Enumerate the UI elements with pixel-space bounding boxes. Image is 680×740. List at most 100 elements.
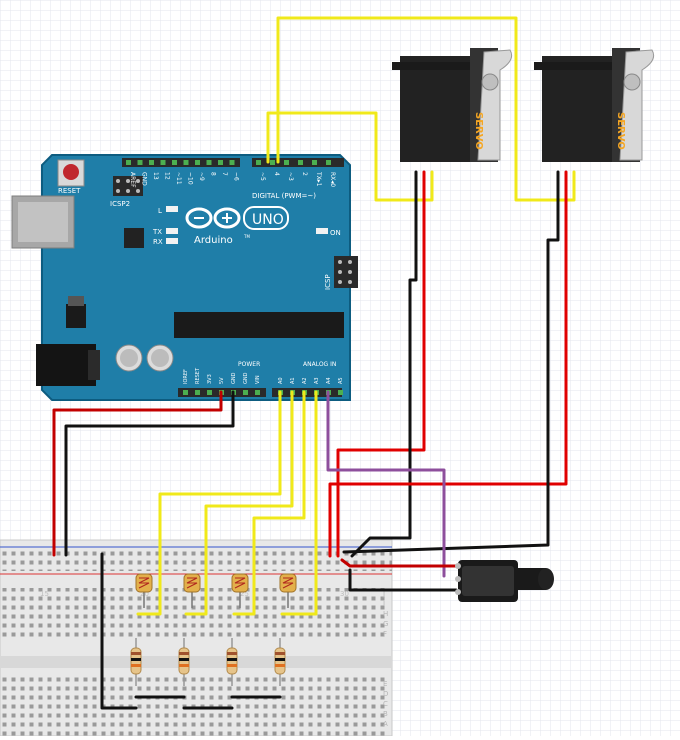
digital-header-left (122, 158, 240, 167)
power-pin-0[interactable] (183, 390, 188, 395)
icsp-header (334, 256, 358, 288)
digital-pin-9[interactable] (229, 160, 235, 165)
power-pin-1[interactable] (195, 390, 200, 395)
reset-button[interactable] (63, 164, 79, 180)
power-pin-label-5: GND (243, 372, 249, 384)
uno-logo: UNO (252, 212, 284, 228)
power-pin-label-4: GND (231, 372, 237, 384)
breadboard: J I H G F E D C B A 15 20 25 30 (0, 539, 393, 737)
digital-pin-7[interactable] (206, 160, 212, 165)
bb-row-b: B (383, 710, 388, 718)
digital-pin-5[interactable] (183, 160, 189, 165)
analog-label: ANALOG IN (303, 361, 336, 368)
wire-ground-bus (100, 552, 138, 710)
power-pin-label-3: 5V (219, 377, 225, 384)
resistor-2 (178, 638, 190, 686)
digital-pin-6[interactable] (195, 160, 200, 165)
photoresistors (135, 573, 297, 608)
wire-a1-ldr2 (184, 390, 294, 616)
bb-row-j: J (382, 590, 385, 598)
bb-row-c: C (383, 700, 388, 708)
bb-row-i: I (383, 600, 385, 608)
resistor-4 (274, 638, 286, 686)
power-pin-6[interactable] (255, 390, 260, 395)
resistor-1 (130, 638, 142, 686)
analog-pin-label-2: A2 (302, 377, 308, 384)
digital-pin-3[interactable] (160, 160, 166, 165)
power-label: POWER (238, 361, 260, 368)
wire-5v (52, 390, 223, 557)
atmega-chip (174, 312, 344, 338)
led-tx (166, 228, 178, 234)
power-pin-label-1: RESET (195, 367, 201, 384)
resistor-3 (226, 638, 238, 686)
digital-pin-13[interactable] (298, 160, 303, 165)
digital-pin-11[interactable] (270, 160, 275, 165)
analog-pin-label-4: A4 (326, 377, 332, 384)
potentiometer (455, 560, 554, 602)
digital-pin-label-11: 4 (273, 172, 280, 176)
analog-pin-label-3: A3 (314, 377, 320, 384)
arduino-logo (185, 207, 241, 229)
digital-pin-label-2: 13 (152, 172, 159, 180)
analog-pin-label-1: A1 (290, 377, 296, 384)
icsp-label: ICSP (324, 274, 332, 290)
wire-a4-pot (326, 390, 446, 578)
bb-row-f: F (383, 630, 387, 638)
digital-pin-12[interactable] (284, 160, 289, 165)
bb-col-30: 30 (340, 590, 349, 598)
servo-motor-1: SERVO (392, 48, 513, 162)
bb-col-25: 25 (240, 590, 249, 598)
digital-pin-2[interactable] (149, 160, 154, 165)
bb-row-d: D (383, 690, 388, 698)
icsp2-label: ICSP2 (110, 200, 130, 208)
digital-pin-label-7: 8 (210, 172, 217, 176)
bb-col-15: 15 (40, 590, 49, 598)
digital-pin-label-3: 12 (164, 172, 171, 180)
digital-pin-15[interactable] (326, 160, 331, 165)
power-pin-label-2: 3V3 (207, 374, 213, 384)
power-pin-label-6: VIN (255, 375, 261, 384)
power-pin-5[interactable] (243, 390, 248, 395)
digital-pin-label-1: GND (141, 172, 148, 186)
power-pin-2[interactable] (207, 390, 212, 395)
wire-servo2-ground (342, 170, 560, 554)
wire-a2-ldr3 (232, 390, 306, 616)
servo-2-label: SERVO (615, 112, 626, 150)
digital-label: DIGITAL (PWM=~) (252, 192, 316, 200)
digital-pin-10[interactable] (256, 160, 261, 165)
analog-pin-5[interactable] (338, 390, 343, 395)
digital-pin-4[interactable] (172, 160, 177, 165)
wire-servo2-signal (276, 16, 576, 202)
analog-pin-label-0: A0 (278, 377, 284, 384)
resistors (130, 638, 286, 686)
digital-pin-label-4: ~11 (175, 172, 182, 185)
led-rx (166, 238, 178, 244)
wire-servo1-signal (266, 111, 434, 202)
wire-a3-ldr4 (280, 390, 318, 616)
digital-pin-14[interactable] (312, 160, 317, 165)
digital-pin-label-8: 7 (221, 172, 228, 176)
digital-pin-label-9: ~6 (233, 172, 240, 181)
voltage-regulator (66, 304, 86, 328)
wire-servo1-power (336, 170, 426, 558)
digital-pin-label-13: 2 (301, 172, 308, 176)
servo-motor-2: SERVO (534, 48, 655, 162)
digital-pin-label-5: ~10 (187, 172, 194, 185)
wire-servo2-power (328, 170, 568, 558)
analog-pin-label-5: A5 (338, 377, 344, 384)
servo-1-label: SERVO (473, 112, 484, 150)
bb-row-g: G (383, 620, 388, 628)
ldr-1 (135, 573, 153, 608)
arduino-trademark: TM (243, 234, 250, 239)
ldr-4 (279, 573, 297, 608)
digital-pin-8[interactable] (218, 160, 223, 165)
power-pin-label-0: IOREF (183, 369, 189, 384)
digital-pin-0[interactable] (126, 160, 131, 165)
digital-pin-1[interactable] (137, 160, 143, 165)
led-tx-label: TX (152, 228, 162, 236)
ldr-2 (183, 573, 201, 608)
dc-power-jack (36, 344, 96, 386)
